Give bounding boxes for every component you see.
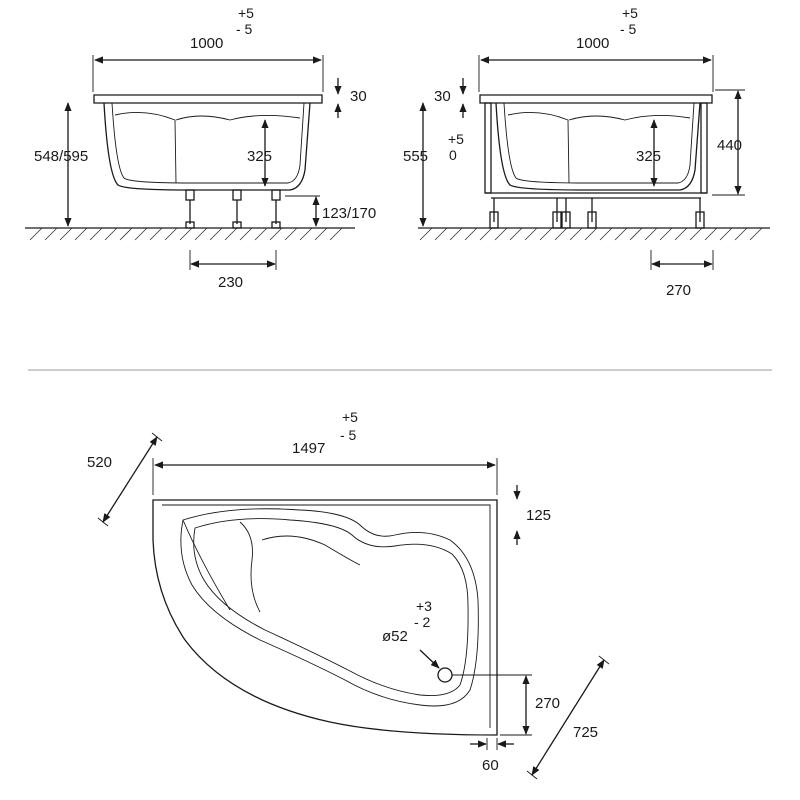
diagonal-top-dim — [102, 436, 158, 523]
diagonal-bottom-dim — [531, 659, 605, 776]
floor-hatch-front — [29, 227, 343, 241]
diagonal-top-ext-b — [151, 432, 163, 442]
front-total-height-label: 548/595 — [34, 148, 88, 165]
plan-length-label: 1497 — [292, 440, 325, 457]
front-rim-label: 30 — [350, 88, 367, 105]
side-rim-label: 30 — [434, 88, 451, 105]
side-width-tol-minus: - 5 — [620, 21, 637, 37]
side-frame-height-label: 440 — [717, 137, 742, 154]
floor-hatch-side — [419, 227, 763, 241]
plan-drain-offset-label: 270 — [535, 695, 560, 712]
tub-outline-plan — [152, 499, 498, 736]
plan-length-tol-minus: - 5 — [340, 427, 357, 443]
tub-body-side — [479, 94, 713, 191]
front-leg-spacing-label: 230 — [218, 274, 243, 291]
drain-circle — [437, 667, 453, 683]
front-width-tol-minus: - 5 — [236, 21, 253, 37]
side-depth-label: 325 — [636, 148, 661, 165]
legs-front — [185, 189, 281, 229]
side-height-tol-plus: +5 — [448, 131, 464, 147]
plan-diagonal-top-label: 520 — [87, 454, 112, 471]
frame-side — [484, 102, 708, 229]
diagonal-top-ext-a — [97, 517, 109, 527]
diagonal-bottom-ext-b — [598, 655, 610, 665]
plan-drain-diameter-label: ø52 — [382, 628, 408, 645]
tub-body-front — [93, 94, 323, 191]
side-leg-spacing-label: 270 — [666, 282, 691, 299]
drain-leader — [419, 649, 440, 669]
plan-diagonal-bottom-label: 725 — [573, 724, 598, 741]
side-height-tol-minus: 0 — [449, 147, 457, 163]
plan-view: 1497 +5 - 5 520 125 +3 - 2 ø52 270 60 72… — [87, 409, 610, 780]
plan-rim-offset-label: 125 — [526, 507, 551, 524]
plan-corner-offset-label: 60 — [482, 757, 499, 774]
front-depth-label: 325 — [247, 148, 272, 165]
front-view: 1000 +5 - 5 30 548/595 325 123/170 230 — [25, 5, 376, 291]
side-width-tol-plus: +5 — [622, 5, 638, 21]
front-leg-height-label: 123/170 — [322, 205, 376, 222]
side-view: 1000 +5 - 5 30 555 +5 0 325 440 270 — [403, 5, 770, 299]
front-width-label: 1000 — [190, 35, 223, 52]
front-width-tol-plus: +5 — [238, 5, 254, 21]
side-total-height-label: 555 — [403, 148, 428, 165]
diagonal-bottom-ext-a — [526, 770, 538, 780]
plan-drain-tol-minus: - 2 — [414, 614, 431, 630]
plan-drain-tol-plus: +3 — [416, 598, 432, 614]
side-width-label: 1000 — [576, 35, 609, 52]
plan-length-tol-plus: +5 — [342, 409, 358, 425]
